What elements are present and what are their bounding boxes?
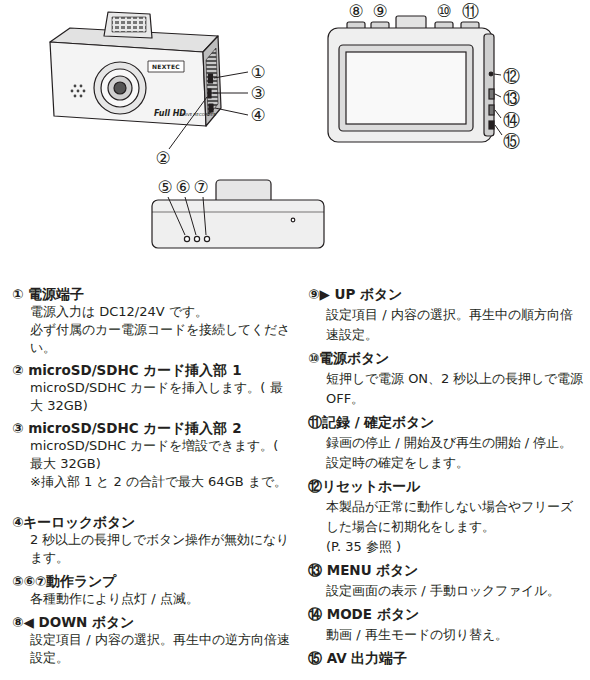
mode-button xyxy=(489,105,494,115)
screen-bezel xyxy=(339,45,473,131)
item-text: 設定項目 / 内容の選択。再生中の順方向倍速設定。 xyxy=(326,305,584,345)
status-lamp xyxy=(194,236,199,241)
body-edge xyxy=(152,212,324,213)
model-mark: DRIVE RECORDER xyxy=(180,113,216,117)
item-heading: ① 電源端子 xyxy=(12,285,292,303)
camera-bottom-body xyxy=(152,200,324,248)
item-text: microSD/SDHC カードを挿入します。( 最大 32GB) xyxy=(30,379,292,415)
item-heading: ⑪記録 / 確定ボタン xyxy=(308,413,583,431)
callout-number: ⑦ xyxy=(193,179,208,196)
status-lamp xyxy=(184,236,189,241)
leader-line xyxy=(168,197,185,235)
callout-number: ② xyxy=(155,150,170,167)
item-text: 各種動作により点灯 / 点滅。 xyxy=(30,590,292,608)
callout-number: ⑮ xyxy=(503,133,520,150)
item-heading: ⑬ MENU ボタン xyxy=(308,561,583,579)
leader-line xyxy=(214,72,248,78)
leader-line xyxy=(494,74,501,75)
item-text: 本製品が正常に動作しない場合やフリーズした場合に初期化をします。 xyxy=(326,497,584,537)
microphone-hole xyxy=(291,218,295,222)
leader-line xyxy=(495,94,501,97)
leader-line xyxy=(203,197,206,235)
mount xyxy=(104,12,152,38)
item-text: 必ず付属のカー電源コードを接続してください。 xyxy=(30,321,292,357)
callout-number: ③ xyxy=(250,85,265,102)
leader-lines xyxy=(168,197,206,235)
callout-number: ④ xyxy=(250,107,265,124)
lens-ring xyxy=(94,62,146,114)
item-text: microSD/SDHC カードを増設できます。( 最大 32GB) xyxy=(30,437,292,473)
leader-line xyxy=(185,197,196,235)
item-text: (P. 35 参照 ) xyxy=(326,537,584,557)
item-heading: ⑧◀ DOWN ボタン xyxy=(12,613,292,631)
item-text: 設定画面の表示 / 手動ロックファイル。 xyxy=(326,581,584,601)
lens-ring xyxy=(108,76,132,100)
callout-number: ⑬ xyxy=(503,90,520,107)
callout-number: ⑪ xyxy=(462,3,479,20)
item-heading: ② microSD/SDHC カード挿入部 1 xyxy=(12,361,292,379)
status-lamp xyxy=(204,236,209,241)
item-heading: ⑨▶ UP ボタン xyxy=(308,285,583,303)
menu-button xyxy=(489,89,494,99)
callout-number: ⑧ xyxy=(348,3,363,20)
callout-number: ⑭ xyxy=(503,112,520,129)
camera-back-body xyxy=(328,28,492,142)
callout-number: ⑤ xyxy=(157,179,172,196)
back-view xyxy=(328,16,494,142)
leader-line xyxy=(495,125,502,135)
callout-number: ⑥ xyxy=(175,179,190,196)
item-heading: ⑭ MODE ボタン xyxy=(308,605,583,623)
item-text: 電源入力は DC12/24V です。 xyxy=(30,303,292,321)
item-text: 動画 / 再生モードの切り替え。 xyxy=(326,625,584,645)
lens-ring xyxy=(101,69,139,107)
item-note: ※挿入部 1 と 2 の合計で最大 64GB まで。 xyxy=(30,473,292,491)
item-text: 設定項目 / 内容の選択。再生中の逆方向倍速設定。 xyxy=(30,631,292,667)
leader-line xyxy=(169,97,207,149)
av-port xyxy=(489,121,494,129)
mount-slots xyxy=(112,17,146,32)
callout-number: ⑫ xyxy=(503,68,520,85)
item-text: 設定時の確定をします。 xyxy=(326,453,584,473)
item-heading: ⑩電源ボタン xyxy=(308,349,583,367)
key-lock-button xyxy=(209,104,213,112)
item-heading: ⑫リセットホール xyxy=(308,477,583,495)
item-heading: ③ microSD/SDHC カード挿入部 2 xyxy=(12,419,292,437)
side-strip xyxy=(484,34,494,136)
power-port xyxy=(209,74,213,83)
callout-number: ① xyxy=(250,64,265,81)
item-heading: ⑤⑥⑦動作ランプ xyxy=(12,572,292,590)
item-text: 短押しで電源 ON、2 秒以上の長押しで電源 OFF。 xyxy=(326,369,584,409)
item-text: 録画の停止 / 開始及び再生の開始 / 停止。 xyxy=(326,433,584,453)
screen xyxy=(346,52,466,124)
front-view xyxy=(50,12,221,126)
reset-hole xyxy=(489,72,493,76)
logo-plate xyxy=(148,61,184,72)
callout-number: ⑨ xyxy=(372,3,387,20)
item-text: 2 秒以上の長押しでボタン操作が無効になります。 xyxy=(30,531,292,567)
item-heading: ⑮ AV 出力端子 xyxy=(308,649,583,667)
item-heading: ④キーロックボタン xyxy=(12,513,292,531)
speaker-holes xyxy=(71,85,86,98)
leader-line xyxy=(215,108,248,115)
side-ridges xyxy=(206,48,218,116)
callout-number: ⑩ xyxy=(436,3,451,20)
lens-glass xyxy=(114,82,126,94)
leader-line xyxy=(495,110,501,118)
brand-logo: NEXTEC xyxy=(152,64,180,70)
card-slot xyxy=(208,89,211,98)
leader-lines xyxy=(494,74,502,135)
leader-line xyxy=(213,93,248,94)
